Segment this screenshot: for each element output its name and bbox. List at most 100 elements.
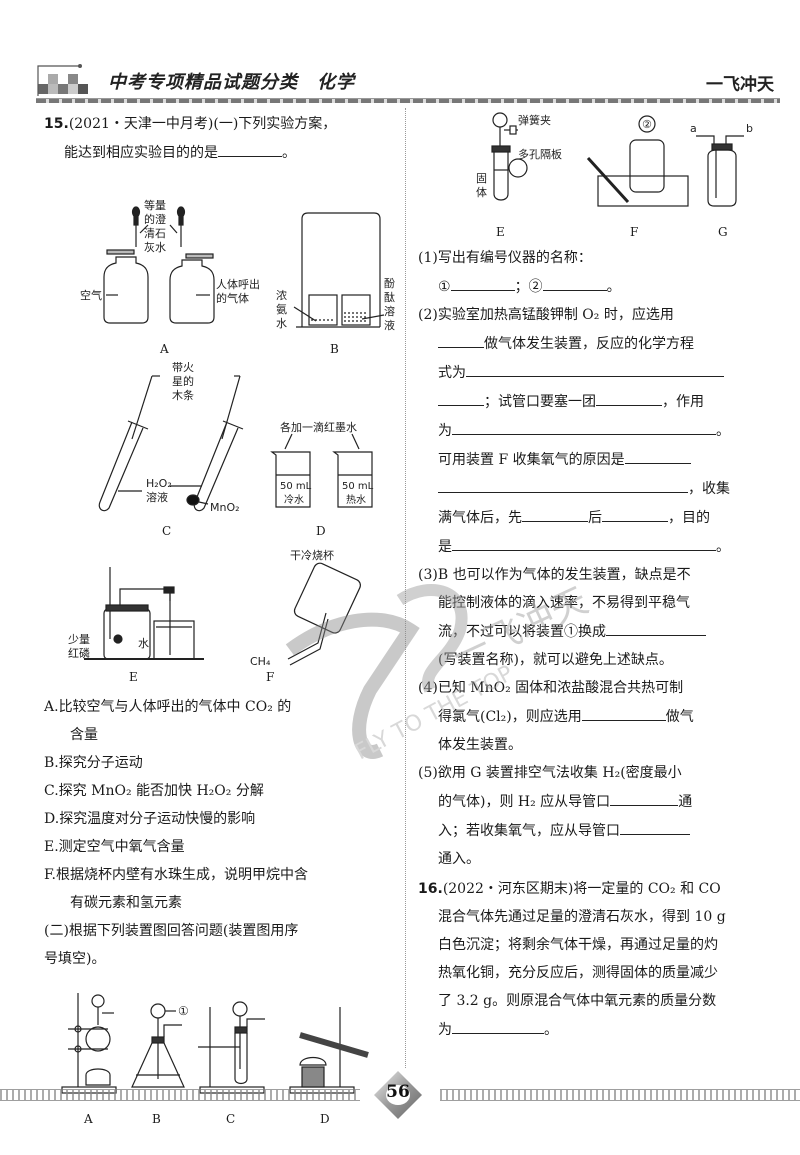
answer-blank[interactable] [522, 503, 588, 522]
svg-text:固: 固 [476, 172, 487, 185]
apparatus-label-b: B [152, 1112, 161, 1126]
answer-blank[interactable] [624, 445, 691, 464]
svg-text:木条: 木条 [172, 388, 194, 402]
sub3-line4: (写装置名称)，就可以避免上述缺点。 [438, 652, 673, 668]
answer-blank[interactable] [620, 816, 690, 835]
question-number: 16. [418, 881, 443, 897]
left-column: 15.(2021・天津一中月考)(一)下列实验方案， 能达到相应实验目的的是。 [44, 110, 396, 1129]
svg-text:溶: 溶 [384, 304, 395, 318]
answer-blank[interactable] [610, 787, 679, 806]
sub4-line3: 体发生装置。 [438, 737, 522, 753]
option-e[interactable]: E.测定空气中氧气含量 [44, 839, 185, 855]
page-header: 中考专项精品试题分类 化学 一飞冲天 [36, 62, 780, 103]
svg-text:液: 液 [384, 318, 395, 332]
svg-text:②: ② [642, 118, 652, 131]
option-d[interactable]: D.探究温度对分子运动快慢的影响 [44, 811, 256, 827]
page-number-badge: 56 [372, 1069, 424, 1121]
figure-label-c: C [162, 524, 172, 538]
apparatus-label-f: F [630, 225, 639, 239]
figure-row-ef: 少量 红磷 水 干冷烧杯 CH₄ E F [44, 539, 396, 689]
answer-blank[interactable] [452, 416, 716, 435]
svg-text:b: b [746, 122, 753, 135]
experiment-figures-ef: 少量 红磷 水 干冷烧杯 CH₄ [68, 548, 361, 668]
svg-text:的气体: 的气体 [216, 291, 249, 305]
q16-line2: 混合气体先通过足量的澄清石灰水，得到 10 g [438, 909, 726, 925]
answer-blank[interactable] [438, 329, 484, 348]
page-footer: 56 [0, 1071, 800, 1119]
sub2-line9: 是。 [418, 532, 763, 561]
answer-blank[interactable] [438, 387, 484, 406]
option-f[interactable]: F.根据烧杯内壁有水珠生成，说明甲烷中含 [44, 867, 308, 883]
q16-line4: 热氧化铜，充分反应后，测得固体的质量减少 [438, 965, 718, 981]
sub3-line1: (3)B 也可以作为气体的发生装置，缺点是不 [418, 567, 691, 583]
svg-text:H₂O₂: H₂O₂ [146, 477, 172, 490]
svg-text:体: 体 [476, 185, 487, 199]
figure-label-d: D [316, 524, 326, 538]
apparatus-label-g: G [718, 225, 728, 239]
q15-source: (2021・天津一中月考)(一)下列实验方案， [68, 116, 337, 132]
svg-text:a: a [690, 122, 697, 135]
q15-options: A.比较空气与人体呼出的气体中 CO₂ 的 含量 B.探究分子运动 C.探究 M… [44, 693, 396, 973]
answer-blank[interactable] [596, 387, 662, 406]
header-rule [36, 98, 780, 103]
sub1-answers: ①；②。 [418, 272, 763, 301]
svg-text:热水: 热水 [346, 493, 366, 506]
answer-blank[interactable] [466, 358, 724, 377]
svg-text:清石: 清石 [144, 227, 166, 240]
q16-line1: 16.(2022・河东区期末)将一定量的 CO₂ 和 CO [418, 881, 721, 897]
svg-text:酞: 酞 [384, 290, 395, 304]
svg-text:红磷: 红磷 [68, 647, 90, 660]
answer-blank[interactable] [606, 617, 706, 636]
sub3-line3: 流，不过可以将装置①换成 [418, 617, 763, 646]
svg-text:干冷烧杯: 干冷烧杯 [290, 548, 334, 562]
svg-text:水: 水 [276, 317, 287, 330]
svg-text:多孔隔板: 多孔隔板 [518, 147, 562, 161]
figure-row-cd: 带火 星的 木条 H₂O₂ 溶液 MnO₂ 各加一滴红墨水 50 mL 冷水 5… [44, 349, 396, 539]
page-number: 56 [386, 1082, 410, 1102]
apparatus-row-efg: 弹簧夹 多孔隔板 固 体 ② a b E F G [418, 110, 763, 240]
svg-text:各加一滴红墨水: 各加一滴红墨水 [280, 420, 357, 434]
svg-text:空气: 空气 [80, 288, 102, 302]
figure-label-b: B [330, 342, 339, 356]
sub5-line3: 入；若收集氧气，应从导管口 [418, 816, 763, 845]
svg-text:MnO₂: MnO₂ [210, 501, 240, 514]
apparatus-label-d: D [320, 1112, 330, 1126]
q15-line1: 15.(2021・天津一中月考)(一)下列实验方案， [44, 110, 396, 138]
svg-text:等量: 等量 [144, 198, 166, 212]
right-column: 弹簧夹 多孔隔板 固 体 ② a b E F G (1)写出有编号仪器的名称： … [418, 110, 763, 1044]
answer-blank[interactable] [602, 503, 668, 522]
column-divider [405, 108, 406, 1068]
sub2-line5: 为。 [418, 416, 763, 445]
apparatus-figures-efg: 弹簧夹 多孔隔板 固 体 ② a b [476, 112, 753, 207]
svg-text:人体呼出: 人体呼出 [216, 277, 260, 291]
answer-blank-1[interactable] [450, 272, 515, 291]
svg-text:带火: 带火 [172, 361, 194, 374]
answer-blank[interactable] [581, 702, 666, 721]
answer-blank-2[interactable] [542, 272, 607, 291]
figure-label-e: E [129, 670, 138, 684]
apparatus-label-e: E [496, 225, 505, 239]
diamond-icon [374, 1071, 422, 1119]
figure-row-ab: 等量 的澄 清石 灰水 空气 人体呼出 的气体 [44, 167, 396, 356]
sub3-line2: 能控制液体的滴入速率，不易得到平稳气 [438, 595, 690, 611]
option-b[interactable]: B.探究分子运动 [44, 755, 143, 771]
svg-text:溶液: 溶液 [146, 490, 168, 504]
sub4-line1: (4)已知 MnO₂ 固体和浓盐酸混合共热可制 [418, 680, 684, 696]
option-c[interactable]: C.探究 MnO₂ 能否加快 H₂O₂ 分解 [44, 783, 264, 799]
option-a[interactable]: A.比较空气与人体呼出的气体中 CO₂ 的 [44, 699, 292, 715]
answer-blank[interactable] [452, 532, 716, 551]
svg-text:浓: 浓 [276, 289, 287, 302]
answer-blank[interactable] [438, 474, 688, 493]
answer-blank[interactable] [218, 138, 282, 157]
svg-text:氨: 氨 [276, 303, 287, 316]
sub5-line4: 通入。 [438, 851, 480, 867]
sub-questions: (1)写出有编号仪器的名称： ①；②。 (2)实验室加热高锰酸钾制 O₂ 时，应… [418, 244, 763, 1044]
svg-text:的澄: 的澄 [144, 212, 166, 226]
svg-text:酚: 酚 [384, 276, 395, 290]
svg-text:50 mL: 50 mL [280, 481, 312, 492]
footer-pattern-left [0, 1089, 360, 1101]
svg-text:少量: 少量 [68, 633, 90, 646]
answer-blank[interactable] [452, 1015, 544, 1034]
svg-text:弹簧夹: 弹簧夹 [518, 113, 551, 127]
option-a-cont: 含量 [70, 727, 98, 743]
